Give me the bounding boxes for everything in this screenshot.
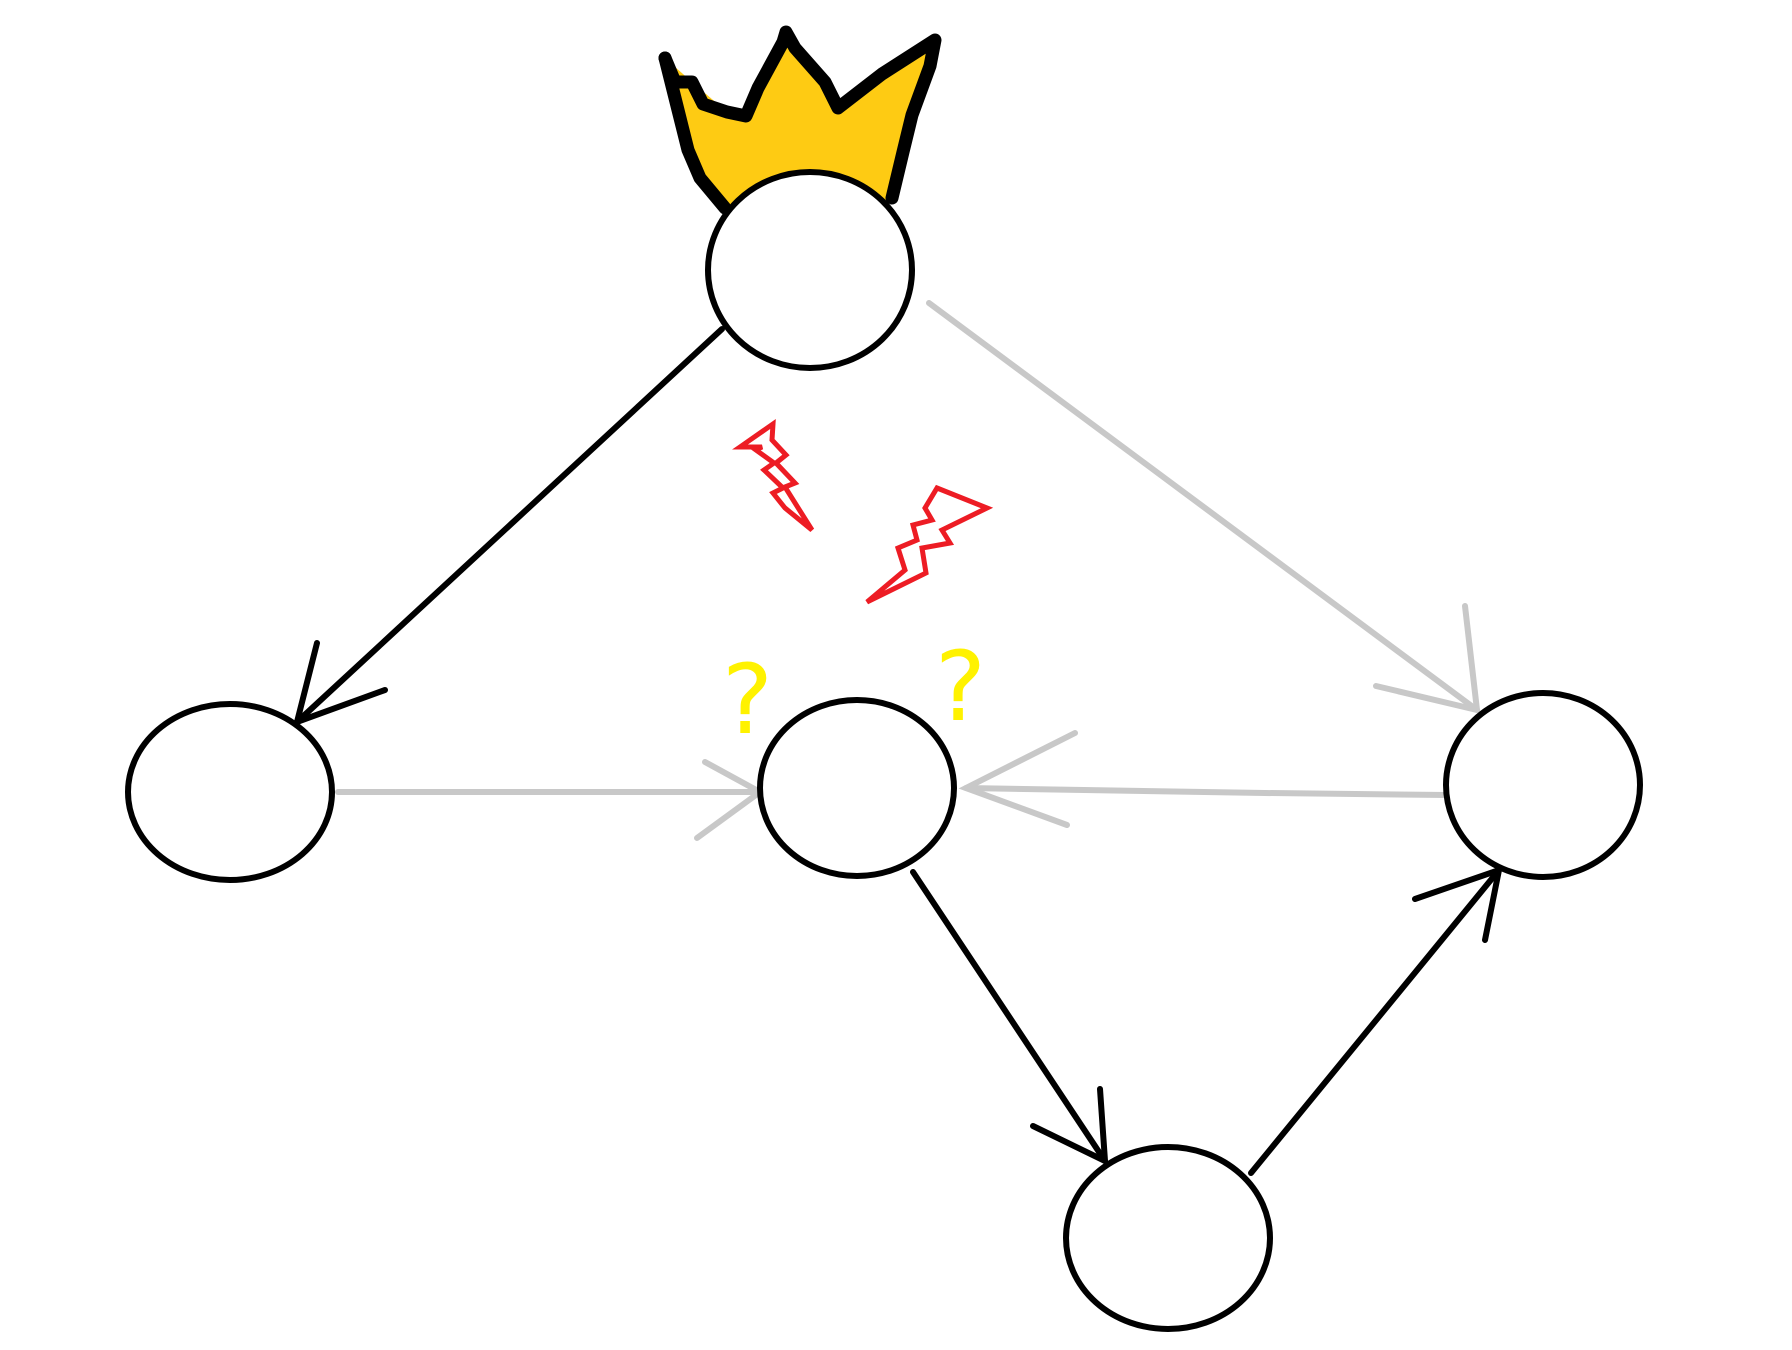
arrowhead-center-to-bottom xyxy=(1030,1086,1109,1166)
node-bottom xyxy=(1063,1144,1273,1332)
node-center xyxy=(757,697,957,879)
edge-right-to-center xyxy=(963,785,1450,798)
lightning-bolts xyxy=(732,418,994,605)
lightning-bolt-icon xyxy=(865,484,994,605)
node-left xyxy=(125,701,335,883)
crown-icon xyxy=(658,25,942,215)
node-top xyxy=(705,169,915,371)
question-mark-icon: ? xyxy=(722,644,773,756)
question-mark-icon: ? xyxy=(935,631,986,743)
arrowhead-top-to-right xyxy=(1373,603,1481,714)
nodes xyxy=(125,169,1643,1332)
edge-center-to-bottom xyxy=(910,869,1108,1164)
arrowhead-left-to-center xyxy=(694,759,766,841)
inactive-edges xyxy=(335,300,1481,841)
node-right xyxy=(1443,690,1643,880)
edge-top-to-left xyxy=(294,326,725,725)
arrowhead-bottom-to-right xyxy=(1412,865,1503,943)
active-edges xyxy=(292,326,1503,1176)
arrowhead-right-to-center xyxy=(958,730,1078,828)
edge-top-to-right xyxy=(926,300,1480,713)
lightning-bolt-icon xyxy=(732,418,815,532)
edge-bottom-to-right xyxy=(1248,867,1502,1176)
